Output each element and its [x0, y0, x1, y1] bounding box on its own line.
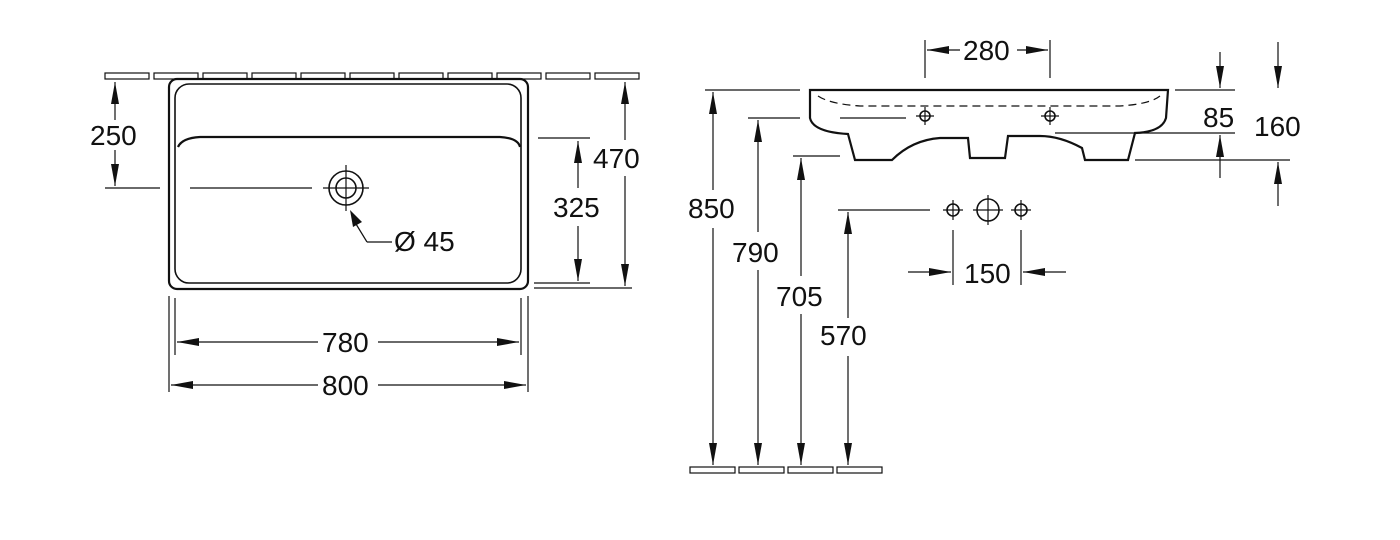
dim-85 [1055, 52, 1235, 178]
dim-570-label: 570 [820, 320, 867, 351]
dim-150 [908, 230, 1066, 285]
basin-side-outline [808, 88, 1170, 162]
dim-250 [105, 82, 160, 189]
dim-570 [838, 209, 930, 465]
dim-790-label: 790 [732, 237, 779, 268]
drain-diameter-label: Ø 45 [394, 226, 455, 257]
dim-470 [534, 82, 632, 289]
drain-symbol [190, 165, 392, 243]
basin-outer-outline [167, 77, 530, 291]
dim-280-label: 280 [963, 35, 1010, 66]
dim-250-label: 250 [90, 120, 137, 151]
dim-850 [705, 89, 800, 465]
dim-280 [924, 40, 1051, 78]
dim-790 [748, 117, 800, 465]
dim-160 [1135, 42, 1290, 206]
dim-325 [534, 137, 590, 284]
dim-470-label: 470 [593, 143, 640, 174]
elevation-view: 280 85 160 850 [688, 35, 1301, 474]
waste-holes [943, 195, 1031, 225]
basin-interior-dashed [817, 95, 1161, 107]
tap-hole-right [1041, 107, 1059, 125]
dim-705 [793, 155, 840, 465]
dim-800-label: 800 [322, 370, 369, 401]
dim-325-label: 325 [553, 192, 600, 223]
basin-bowl-edge [176, 135, 522, 148]
tap-hole-left [916, 107, 934, 125]
dim-800 [168, 296, 529, 392]
plan-view: Ø 45 250 470 325 780 [90, 72, 640, 401]
dim-850-label: 850 [688, 193, 735, 224]
dim-780 [174, 298, 522, 355]
dim-150-label: 150 [964, 258, 1011, 289]
floor-strip [689, 466, 883, 474]
basin-inner-outline [174, 83, 522, 284]
dim-160-label: 160 [1254, 111, 1301, 142]
dim-705-label: 705 [776, 281, 823, 312]
dim-780-label: 780 [322, 327, 369, 358]
dim-85-label: 85 [1203, 102, 1234, 133]
